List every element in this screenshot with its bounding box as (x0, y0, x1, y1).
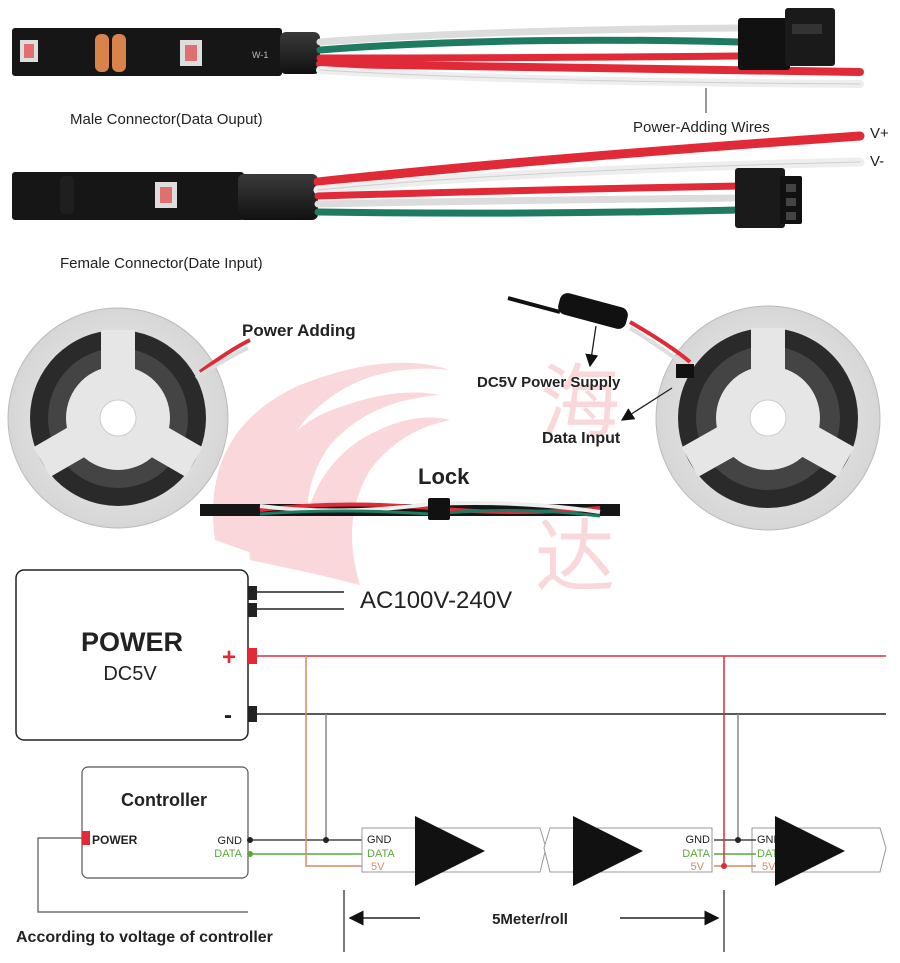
male-connector-wires (316, 24, 864, 88)
male-plug (738, 8, 835, 70)
seg3-gnd: GND (757, 834, 782, 846)
seg1-data: DATA (367, 848, 395, 860)
watermark-glyph-top: 海 (540, 356, 620, 449)
power-title: POWER (81, 627, 183, 657)
lock-plug (428, 498, 450, 520)
gnd-node (247, 837, 253, 843)
controller-power-terminal (82, 831, 90, 845)
dc5v-supply-label: DC5V Power Supply (477, 374, 621, 391)
ac-input-label: AC100V-240V (360, 587, 512, 614)
female-connector-strip (12, 172, 318, 220)
strip-print: W-1 (252, 50, 268, 60)
seg2-data: DATA (682, 848, 710, 860)
female-plug (735, 168, 802, 228)
gnd-feed-node (323, 837, 329, 843)
minus-sign: - (224, 702, 232, 729)
watermark: 海 达 (213, 356, 620, 604)
power-subtitle: DC5V (103, 663, 157, 685)
controller-title: Controller (121, 790, 207, 810)
minus-terminal (248, 706, 257, 722)
controller-power-label: POWER (92, 833, 138, 847)
power-adding-wires-label: Power-Adding Wires (633, 119, 770, 136)
plus-sign: + (222, 644, 236, 671)
controller-box (81, 766, 249, 879)
length-label: 5Meter/roll (492, 911, 568, 928)
controller-power-wire (37, 837, 248, 913)
controller-gnd-label: GND (218, 835, 243, 847)
power-adding-label: Power Adding (242, 321, 356, 340)
reel-callouts (585, 325, 673, 421)
lock-label: Lock (418, 464, 470, 489)
male-connector-label: Male Connector(Data Ouput) (70, 111, 263, 128)
reel-wires (194, 293, 694, 520)
data-input-label: Data Input (542, 430, 621, 447)
seg2-gnd: GND (686, 834, 711, 846)
watermark-glyph-bottom: 达 (535, 511, 615, 604)
seg2-5v: 5V (691, 861, 705, 873)
vplus-label: V+ (870, 125, 889, 142)
plus-terminal (248, 648, 257, 664)
data-node (247, 851, 253, 857)
seg3-data: DATA (757, 848, 785, 860)
reel-right (655, 305, 881, 531)
seg1-5v: 5V (371, 861, 385, 873)
v5-feed-wire (305, 656, 366, 867)
strip-segment-2: GND DATA 5V (543, 816, 713, 886)
seg3-5v: 5V (762, 861, 776, 873)
v5-injection-node (721, 863, 727, 869)
strip-segment-3: GND DATA 5V (751, 816, 887, 886)
female-connector-label: Female Connector(Date Input) (60, 255, 263, 272)
vminus-label: V- (870, 153, 884, 170)
female-connector-wires (313, 131, 865, 217)
gnd-injection-node (735, 837, 741, 843)
strip-segment-1: GND DATA 5V (361, 816, 547, 886)
seg1-gnd: GND (367, 834, 392, 846)
male-connector-strip: W-1 (12, 28, 320, 76)
controller-voltage-note: According to voltage of controller (16, 929, 273, 946)
controller-data-label: DATA (214, 848, 242, 860)
ac-terminal-2 (248, 603, 257, 617)
reel-left (7, 307, 229, 529)
ac-terminal-1 (248, 586, 257, 600)
